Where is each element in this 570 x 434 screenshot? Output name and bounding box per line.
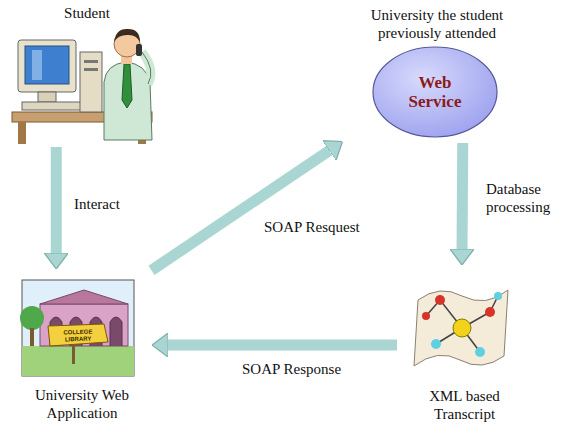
desk-leg [18, 122, 26, 144]
arm-outline [142, 52, 151, 84]
molecule-node [485, 307, 495, 317]
student-hair [114, 29, 140, 42]
edge-label: Interact [72, 195, 122, 213]
node-label: University Web Application [15, 386, 149, 422]
sign-post [72, 344, 75, 364]
monitor-frame [18, 40, 76, 92]
edge-label: Database processing [484, 180, 570, 216]
sign-text: COLLEGE LIBRARY [50, 328, 106, 344]
node-heading: Student [5, 4, 169, 22]
molecule-bonds [426, 296, 498, 352]
monitor-stand [38, 92, 56, 102]
molecule-node [475, 347, 485, 357]
student-illustration [12, 29, 152, 144]
library-roof [40, 290, 128, 304]
library-sign [48, 324, 108, 346]
block-arrow [457, 143, 469, 249]
drive-slot [84, 60, 98, 63]
web-service-ellipse [373, 47, 497, 137]
tree-trunk [30, 328, 34, 346]
library-building [40, 304, 128, 346]
drive-slot [84, 68, 98, 71]
student-arm [142, 52, 151, 84]
node-label: XML based Transcript [400, 387, 529, 423]
screen-glare [32, 50, 42, 80]
phone [136, 44, 142, 56]
lawn [22, 346, 134, 376]
node-heading: University the student previously attend… [345, 6, 529, 42]
block-arrow [168, 340, 397, 351]
molecule-node [453, 319, 471, 337]
molecule-node [431, 339, 441, 349]
transcript-paper [414, 290, 508, 366]
molecule-node [422, 312, 430, 320]
molecule-node [435, 295, 445, 305]
transcript-node: XML based Transcript [400, 268, 529, 423]
keyboard [22, 102, 82, 110]
block-arrow [151, 151, 329, 271]
block-arrow [51, 147, 62, 253]
student-node: Student [5, 4, 169, 144]
edge-label: SOAP Resquest [262, 218, 362, 236]
picture-frame [22, 280, 134, 376]
university-illustration [20, 280, 134, 376]
edge-label: SOAP Response [240, 360, 343, 378]
molecule-node [494, 292, 502, 300]
student-tie [122, 64, 132, 108]
xml-transcript-illustration [414, 290, 508, 366]
web-service-text: Web Service [395, 73, 475, 111]
tree [20, 306, 44, 330]
web-service-node: University the student previously attend… [345, 4, 529, 140]
web-application-node: University Web Application [15, 272, 149, 422]
computer-tower [80, 52, 102, 112]
monitor-screen [25, 46, 69, 84]
student-shirt [104, 62, 152, 140]
